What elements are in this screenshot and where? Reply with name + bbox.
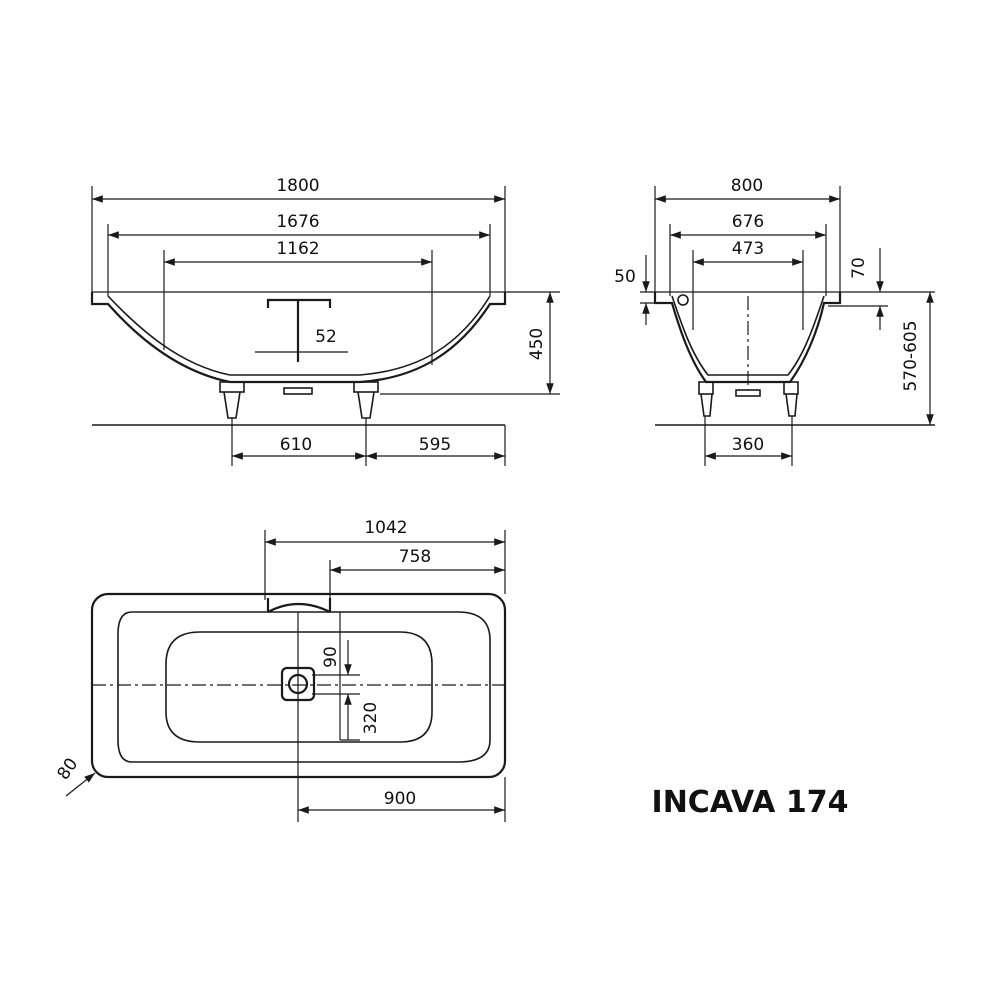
plan-view: 1042 758 90 320 900 80 bbox=[54, 518, 507, 822]
model-title: INCAVA 174 bbox=[652, 785, 849, 820]
end-waste bbox=[735, 389, 761, 397]
side-view: 1800 1676 1162 52 450 610 595 bbox=[90, 176, 560, 466]
dim-inner-length: 1676 bbox=[276, 212, 319, 232]
dim-rim-right: 70 bbox=[849, 257, 869, 279]
dim-rim-left: 50 bbox=[614, 267, 636, 287]
tub-outline-side bbox=[90, 292, 507, 384]
dim-to-overflow-center: 758 bbox=[399, 547, 431, 567]
overflow-circle bbox=[677, 294, 689, 306]
dim-overall-width: 800 bbox=[731, 176, 763, 196]
dim-height-range: 570-605 bbox=[901, 320, 921, 391]
dim-overall-length: 1800 bbox=[276, 176, 319, 196]
dim-waste-offset-y2: 320 bbox=[361, 702, 381, 734]
dim-bottom-length: 1162 bbox=[276, 239, 319, 259]
dim-bottom-width: 473 bbox=[732, 239, 764, 259]
foot-left bbox=[219, 381, 245, 419]
dim-end-foot-spacing: 360 bbox=[732, 435, 764, 455]
end-view: 800 676 473 50 70 570-605 360 bbox=[614, 176, 935, 466]
plan-overflow bbox=[267, 602, 331, 613]
end-foot-left bbox=[698, 381, 714, 417]
dim-waste-from-end: 900 bbox=[384, 789, 416, 809]
foot-right bbox=[353, 381, 379, 419]
plan-inner-basin bbox=[117, 611, 491, 763]
dim-foot-to-end: 595 bbox=[419, 435, 451, 455]
waste-outlet bbox=[283, 387, 313, 395]
dim-inner-width: 676 bbox=[732, 212, 764, 232]
dim-corner-radius: 80 bbox=[54, 755, 83, 784]
dim-waste-offset-y: 90 bbox=[321, 646, 341, 668]
dim-foot-spacing: 610 bbox=[280, 435, 312, 455]
dim-to-overflow: 1042 bbox=[364, 518, 407, 538]
plan-bottom-area bbox=[165, 631, 433, 743]
tub-inner-side bbox=[107, 295, 491, 376]
dim-waste-offset: 52 bbox=[315, 327, 337, 347]
end-foot-right bbox=[783, 381, 799, 417]
dim-height: 450 bbox=[527, 328, 547, 360]
